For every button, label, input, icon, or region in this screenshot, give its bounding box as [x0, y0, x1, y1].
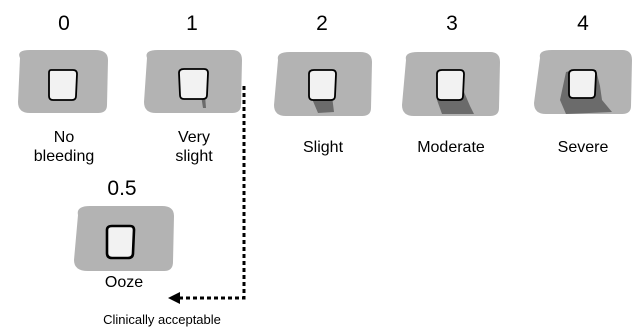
dashed-arrow-left-icon: [168, 86, 246, 304]
grade-label-2: Slight: [302, 139, 344, 156]
pad-grade-2: [274, 52, 372, 116]
grade-label-0-line-1: No: [53, 129, 75, 146]
grade-label-4: Severe: [557, 139, 609, 156]
wound-square-1: [178, 68, 209, 100]
wound-square-4: [568, 69, 597, 99]
grade-label-0-line-2: bleeding: [33, 148, 95, 165]
grade-score-0-5: 0.5: [107, 177, 137, 200]
grade-label-1-line-1: Very: [177, 129, 210, 146]
pad-grade-1: [144, 50, 242, 113]
grade-score-2: 2: [316, 12, 328, 35]
grade-label-1: Very slight: [144, 128, 244, 166]
wound-square-3: [436, 69, 465, 101]
grade-label-1-line-2: slight: [175, 148, 213, 165]
grade-score-3: 3: [446, 12, 458, 35]
pad-grade-0-5: [74, 206, 174, 271]
grade-score-0: 0: [58, 12, 70, 35]
pad-grade-0: [18, 50, 108, 113]
grade-label-0: No bleeding: [14, 128, 114, 166]
clinically-acceptable-label: Clinically acceptable: [103, 312, 221, 327]
wound-square-0-5: [105, 224, 136, 260]
pad-grade-4: [534, 50, 632, 114]
wound-square-0: [48, 69, 78, 101]
pad-grade-3: [402, 52, 500, 116]
grade-label-0-5: Ooze: [104, 274, 144, 291]
grade-score-1: 1: [186, 12, 198, 35]
wound-square-2: [308, 69, 337, 101]
grade-label-3: Moderate: [417, 139, 485, 156]
grade-score-4: 4: [577, 12, 589, 35]
